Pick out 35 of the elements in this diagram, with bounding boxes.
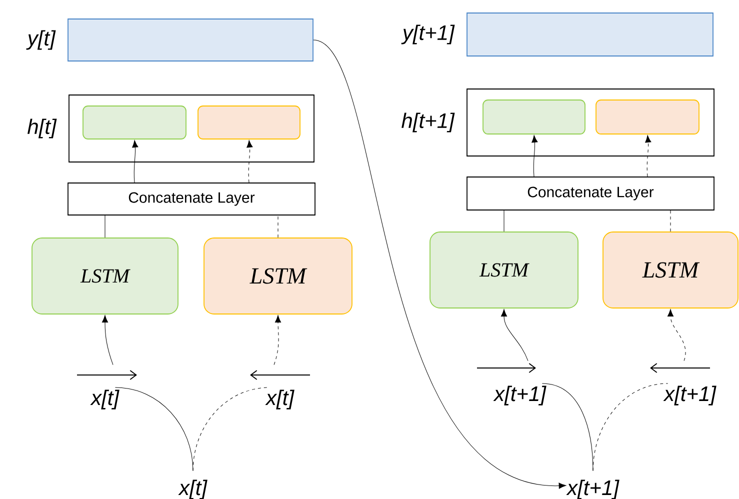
variable-label: h[t+1] [402, 112, 455, 132]
lstm-cell: LSTM [602, 232, 738, 308]
input-label: x[t+1] [493, 386, 546, 406]
input-label: x[t] [90, 390, 120, 410]
hidden-cell [82, 106, 186, 140]
hidden-cell [596, 100, 700, 134]
variable-label: y[t] [26, 30, 56, 50]
input-label: x[t+1] [566, 480, 620, 499]
output-box [466, 12, 714, 56]
lstm-cell: LSTM [204, 238, 352, 314]
connector-line [592, 383, 668, 472]
hidden-cell [482, 100, 586, 134]
connector-line [104, 215, 106, 238]
arrow [667, 309, 686, 362]
lstm-cell: LSTM [430, 232, 578, 308]
lstm-cell: LSTM [32, 238, 178, 314]
input-label: x[t] [265, 390, 294, 410]
variable-label: y[t+1] [401, 24, 455, 44]
arrow [132, 140, 138, 183]
input-label: x[t+1] [663, 386, 716, 406]
output-box [68, 18, 314, 62]
arrow [500, 309, 528, 362]
arrow [274, 315, 282, 366]
connector-line [670, 210, 671, 232]
hidden-cell [198, 106, 300, 140]
variable-label: h[t] [28, 118, 57, 138]
arrow [102, 315, 114, 366]
concatenate-layer-box: Concatenate Layer [68, 182, 316, 216]
input-label: x[t] [178, 480, 208, 499]
hidden-state-box [68, 94, 314, 162]
arrow [532, 135, 538, 177]
arrow [645, 135, 652, 177]
arrow [246, 140, 253, 183]
hidden-state-box [466, 88, 714, 156]
concatenate-layer-box: Concatenate Layer [466, 176, 714, 210]
